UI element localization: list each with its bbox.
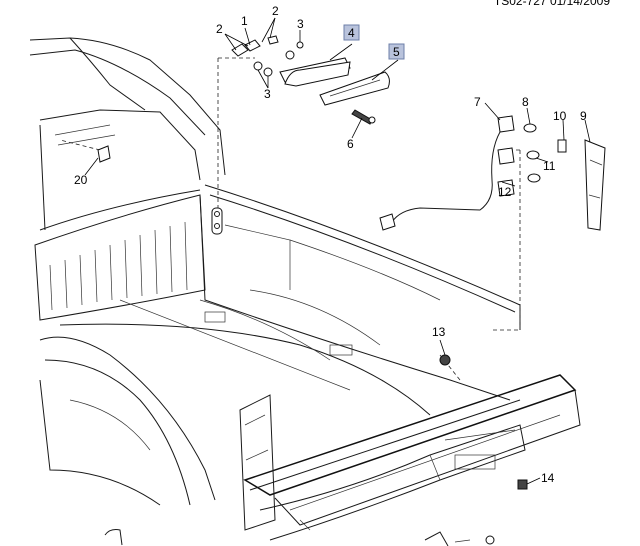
callout-9: 9 <box>580 109 587 123</box>
lamp-housing <box>319 71 390 106</box>
socket-middle <box>497 147 515 165</box>
reference-leaders <box>59 57 521 381</box>
callout-14: 14 <box>541 471 555 485</box>
callout-12: 12 <box>498 185 512 199</box>
socket-upper <box>497 115 515 133</box>
callout-3-bottom: 3 <box>264 87 271 101</box>
chmsl-assembly <box>279 57 390 125</box>
callout-leaders <box>84 17 591 485</box>
bulb-middle <box>526 150 540 160</box>
callout-labels: 1 2 2 3 3 4 5 6 7 8 9 10 11 12 13 14 20 <box>74 4 587 485</box>
callout-4-highlight <box>343 24 360 41</box>
wiring-harness <box>391 131 501 223</box>
callout-20: 20 <box>74 173 88 187</box>
callout-5-highlight <box>388 43 405 60</box>
callout-2-top: 2 <box>272 4 279 18</box>
callout-4: 4 <box>348 26 355 40</box>
tail-lamp-housing <box>239 394 276 531</box>
diagram-reference-code: TS02-727 01/14/2009 <box>493 0 610 8</box>
callout-13: 13 <box>432 325 446 339</box>
callout-3-top: 3 <box>297 17 304 31</box>
lamp-lens-right <box>584 139 606 231</box>
bulb-small <box>557 139 567 153</box>
stake-pocket <box>211 207 223 235</box>
callout-1: 1 <box>241 14 248 28</box>
socket-lower <box>497 179 515 197</box>
tailgate <box>243 374 581 526</box>
callout-2-left: 2 <box>216 22 223 36</box>
bulb-upper <box>523 123 537 133</box>
lower-fragments <box>104 529 495 546</box>
bed-front-wall <box>34 194 206 321</box>
callout-11: 11 <box>543 159 556 173</box>
lamp-bolt <box>351 109 373 125</box>
harness-connector <box>379 213 396 231</box>
bulb-lower <box>527 173 541 183</box>
fender-outer <box>39 336 216 506</box>
cab-outline <box>29 37 226 231</box>
callout-10: 10 <box>553 109 567 123</box>
bed-bracket <box>97 145 111 163</box>
tail-lamp-assembly <box>379 115 606 231</box>
push-pin <box>439 354 451 366</box>
callout-7: 7 <box>474 95 481 109</box>
bumper-nut <box>517 479 528 490</box>
callout-5: 5 <box>393 45 400 59</box>
bed-side-wall <box>199 184 521 401</box>
rear-bumper <box>259 424 526 541</box>
small-fasteners <box>231 35 304 77</box>
callout-8: 8 <box>522 95 529 109</box>
callout-6: 6 <box>347 137 354 151</box>
bed-floor <box>59 289 431 416</box>
